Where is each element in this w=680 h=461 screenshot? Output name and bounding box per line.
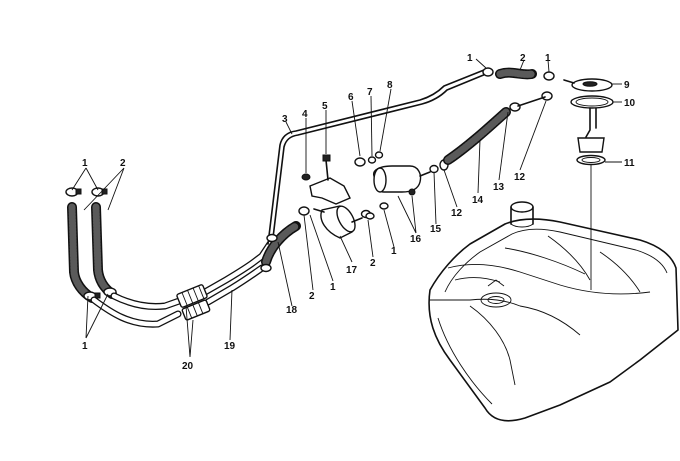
callout-2: 2 [309,291,315,302]
callout-7: 7 [367,87,373,98]
callout-9: 9 [624,80,630,91]
callout-1: 1 [82,158,88,169]
fuel-pipes [90,69,487,328]
top-return-hose [482,67,555,81]
callout-12: 12 [451,208,463,219]
fuel-pump-assembly [301,151,449,220]
callout-18: 18 [286,305,298,316]
fuel-sender-unit [563,78,614,290]
callout-2: 2 [370,258,376,269]
callout-1: 1 [391,246,397,257]
callout-labels: 1 2 1 20 19 18 2 1 17 2 1 16 15 12 14 13… [82,53,636,372]
callout-1: 1 [82,341,88,352]
callout-8: 8 [387,80,393,91]
callout-6: 6 [348,92,354,103]
left-filler-hoses [65,187,117,303]
callout-2: 2 [120,158,126,169]
callout-16: 16 [410,234,422,245]
callout-15: 15 [430,224,442,235]
inline-connectors [176,284,211,321]
callout-13: 13 [493,182,505,193]
callout-3: 3 [282,114,288,125]
callout-1: 1 [467,53,473,64]
hose-14 [443,91,553,165]
callout-17: 17 [346,265,358,276]
callout-11: 11 [624,158,635,169]
callout-10: 10 [624,98,636,109]
leader-lines [71,58,622,358]
callout-20: 20 [182,361,194,372]
callout-4: 4 [302,109,308,120]
callout-5: 5 [322,101,328,112]
fuel-tank [428,201,679,422]
callout-12: 12 [514,172,526,183]
hose-18 [260,206,310,273]
callout-14: 14 [472,195,484,206]
callout-1: 1 [330,282,336,293]
fuel-filter [313,205,372,239]
callout-2: 2 [520,53,526,64]
callout-1: 1 [545,53,551,64]
callout-19: 19 [224,341,236,352]
